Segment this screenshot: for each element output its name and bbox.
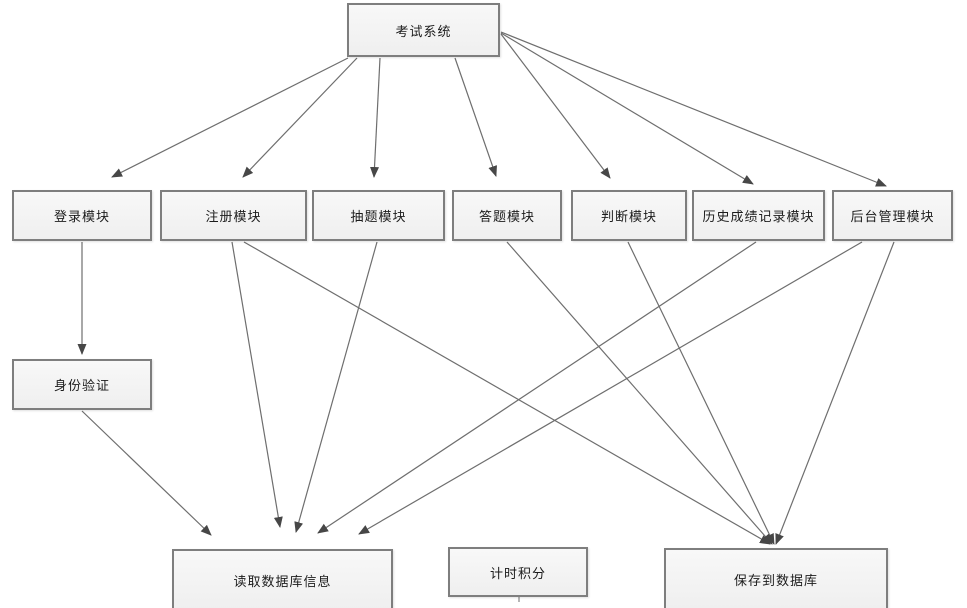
edge-identity_verify-to-read_db	[81, 410, 212, 536]
edge-exam_system-to-login	[111, 57, 349, 178]
edge-draw_question-to-read_db	[294, 241, 378, 533]
node-history-record-module: 历史成绩记录模块	[692, 190, 825, 241]
edge-register-to-save_db	[243, 241, 771, 545]
edge-admin-to-save_db	[775, 241, 895, 545]
node-history-record-module-label: 历史成绩记录模块	[702, 210, 815, 225]
node-exam-system-label: 考试系统	[395, 24, 452, 40]
node-answer-module-label: 答题模块	[478, 210, 535, 225]
edge-exam_system-to-admin	[500, 31, 887, 187]
node-read-database: 读取数据库信息	[172, 549, 393, 608]
node-timer-score-label: 计时积分	[489, 566, 546, 582]
node-admin-module: 后台管理模块	[832, 190, 953, 241]
node-register-module: 注册模块	[160, 190, 307, 241]
edge-register-to-read_db	[231, 241, 283, 528]
node-draw-question-module: 抽题模块	[312, 190, 445, 241]
edge-admin-to-read_db	[358, 241, 863, 535]
node-login-module-label: 登录模块	[53, 210, 110, 225]
node-judge-module: 判断模块	[571, 190, 687, 241]
edge-exam_system-to-history_record	[500, 32, 754, 185]
node-register-module-label: 注册模块	[205, 210, 262, 225]
edge-exam_system-to-answer	[454, 57, 497, 177]
node-login-module: 登录模块	[12, 190, 152, 241]
node-draw-question-module-label: 抽题模块	[350, 210, 407, 225]
node-judge-module-label: 判断模块	[600, 210, 657, 225]
node-identity-verify-label: 身份验证	[53, 379, 110, 394]
edge-judge-to-save_db	[627, 241, 775, 545]
edge-history_record-to-read_db	[317, 241, 757, 534]
node-timer-score: 计时积分	[448, 547, 588, 597]
edge-exam_system-to-register	[242, 57, 358, 178]
node-answer-module: 答题模块	[452, 190, 562, 241]
node-save-database-label: 保存到数据库	[733, 573, 818, 589]
node-save-database: 保存到数据库	[664, 548, 888, 608]
node-identity-verify: 身份验证	[12, 359, 152, 410]
edge-answer-to-save_db	[506, 241, 773, 545]
edge-exam_system-to-judge	[500, 33, 611, 179]
edge-exam_system-to-draw_question	[370, 57, 381, 178]
node-read-database-label: 读取数据库信息	[233, 574, 332, 590]
node-exam-system: 考试系统	[347, 3, 500, 57]
node-admin-module-label: 后台管理模块	[850, 210, 935, 225]
